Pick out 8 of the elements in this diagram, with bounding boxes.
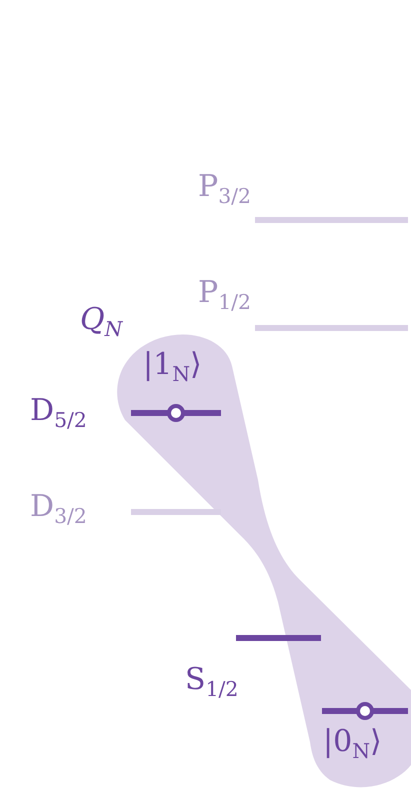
- level-label: P$_{1/2}$: [198, 278, 252, 313]
- state-label: |1$_{N}$⟩: [143, 350, 202, 385]
- level-label: D$_{5/2}$: [30, 396, 87, 431]
- qubit-label: Q$_{N}$: [80, 305, 122, 340]
- level-label: D$_{3/2}$: [30, 492, 87, 527]
- level-label: P$_{3/2}$: [198, 172, 252, 207]
- level-label: S$_{1/2}$: [185, 665, 238, 700]
- state-label: |0$_{N}$⟩: [323, 727, 382, 762]
